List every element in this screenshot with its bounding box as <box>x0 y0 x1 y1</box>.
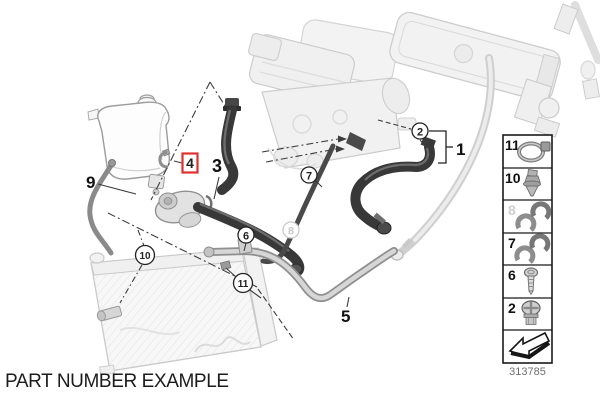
leader-lines <box>97 81 453 341</box>
svg-text:8[interactable]: 8 <box>508 202 516 218</box>
svg-text:11[interactable]: 11 <box>238 279 249 290</box>
svg-text:4[interactable]: 4 <box>186 155 194 171</box>
radiator-drain-fitting <box>96 305 123 322</box>
callout-3[interactable]: 3 <box>212 156 222 176</box>
callout-11[interactable]: 11 <box>232 272 254 294</box>
legend-row-11[interactable]: 11 <box>505 137 551 163</box>
right-edge-parts-outline <box>553 1 600 100</box>
heater-unit-outline <box>389 11 561 138</box>
highlight-box <box>181 152 199 174</box>
engine-block-outline <box>248 19 417 170</box>
hose-clamp-icon <box>517 141 551 163</box>
radiator-outline <box>89 247 278 376</box>
callout-9[interactable]: 9 <box>86 173 95 192</box>
svg-text:11[interactable]: 11 <box>505 137 520 153</box>
svg-text:6[interactable]: 6 <box>508 267 516 283</box>
legend-panel: 11 10 8 7 <box>502 134 553 378</box>
legend-row-8[interactable]: 8 <box>508 201 552 232</box>
svg-text:5[interactable]: 5 <box>341 307 350 326</box>
tank-hose-9 <box>87 159 116 256</box>
screw-plug-icon <box>521 300 541 325</box>
svg-text:2[interactable]: 2 <box>417 127 423 139</box>
legend-row-2[interactable]: 2 <box>508 300 541 325</box>
svg-text:10[interactable]: 10 <box>139 251 151 262</box>
legend-row-10[interactable]: 10 <box>505 168 541 197</box>
legend-row-arrow[interactable] <box>508 331 551 360</box>
svg-text:2[interactable]: 2 <box>508 300 516 316</box>
svg-text:7[interactable]: 7 <box>306 171 312 183</box>
retaining-clip-pair-icon <box>514 233 551 264</box>
caption: PART NUMBER EXAMPLE <box>5 371 229 392</box>
legend-row-7[interactable]: 7 <box>508 233 551 264</box>
svg-text:9[interactable]: 9 <box>86 173 95 192</box>
diagram-code: 313785 <box>509 366 546 378</box>
callout-2[interactable]: 2 <box>411 122 429 140</box>
direction-arrow-icon <box>508 331 551 360</box>
svg-text:1[interactable]: 1 <box>456 140 465 159</box>
svg-text:3[interactable]: 3 <box>212 156 222 176</box>
callout-4-highlighted[interactable]: 4 <box>181 152 199 174</box>
svg-text:8[interactable]: 8 <box>288 226 294 238</box>
screw-icon <box>523 267 539 296</box>
retaining-clip-icon <box>515 201 552 232</box>
callout-6[interactable]: 6 <box>237 226 255 244</box>
callout-8-faded[interactable]: 8 <box>282 221 300 239</box>
legend-row-6[interactable]: 6 <box>508 267 539 296</box>
callout-10[interactable]: 10 <box>134 244 156 266</box>
callout-7[interactable]: 7 <box>300 166 318 184</box>
expanding-rivet-icon <box>523 168 541 197</box>
thermostat-housing <box>154 190 213 228</box>
callouts: 9 3 4 1 2 5 6 7 8 <box>86 122 465 326</box>
radiator-hose-3 <box>193 98 305 277</box>
clamp-part-4 <box>158 148 171 169</box>
svg-text:10[interactable]: 10 <box>505 170 521 186</box>
svg-text:6[interactable]: 6 <box>243 231 249 243</box>
callout-5[interactable]: 5 <box>341 307 350 326</box>
callout-1[interactable]: 1 <box>456 140 465 159</box>
heater-hose-1 <box>346 132 436 235</box>
svg-text:7[interactable]: 7 <box>508 235 516 251</box>
